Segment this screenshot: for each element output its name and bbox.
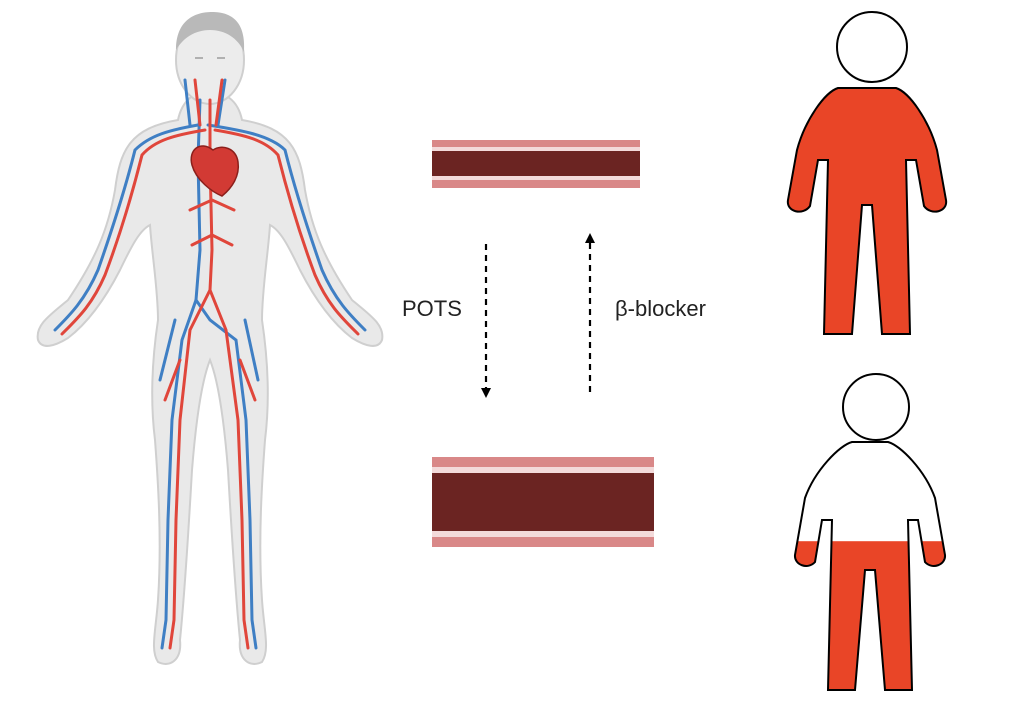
dilated-blood-vessel-icon bbox=[432, 457, 654, 547]
veins bbox=[53, 78, 367, 650]
person-full-blood-icon bbox=[786, 11, 948, 335]
narrow-blood-vessel-icon bbox=[432, 140, 640, 188]
human-circulatory-system-icon bbox=[36, 12, 384, 665]
hair bbox=[176, 12, 245, 52]
heart-icon bbox=[190, 145, 240, 197]
beta-blocker-label: β-blocker bbox=[615, 296, 706, 321]
person-reduced-blood-icon bbox=[794, 373, 946, 691]
body-silhouette bbox=[36, 88, 384, 665]
pots-label: POTS bbox=[402, 296, 462, 321]
